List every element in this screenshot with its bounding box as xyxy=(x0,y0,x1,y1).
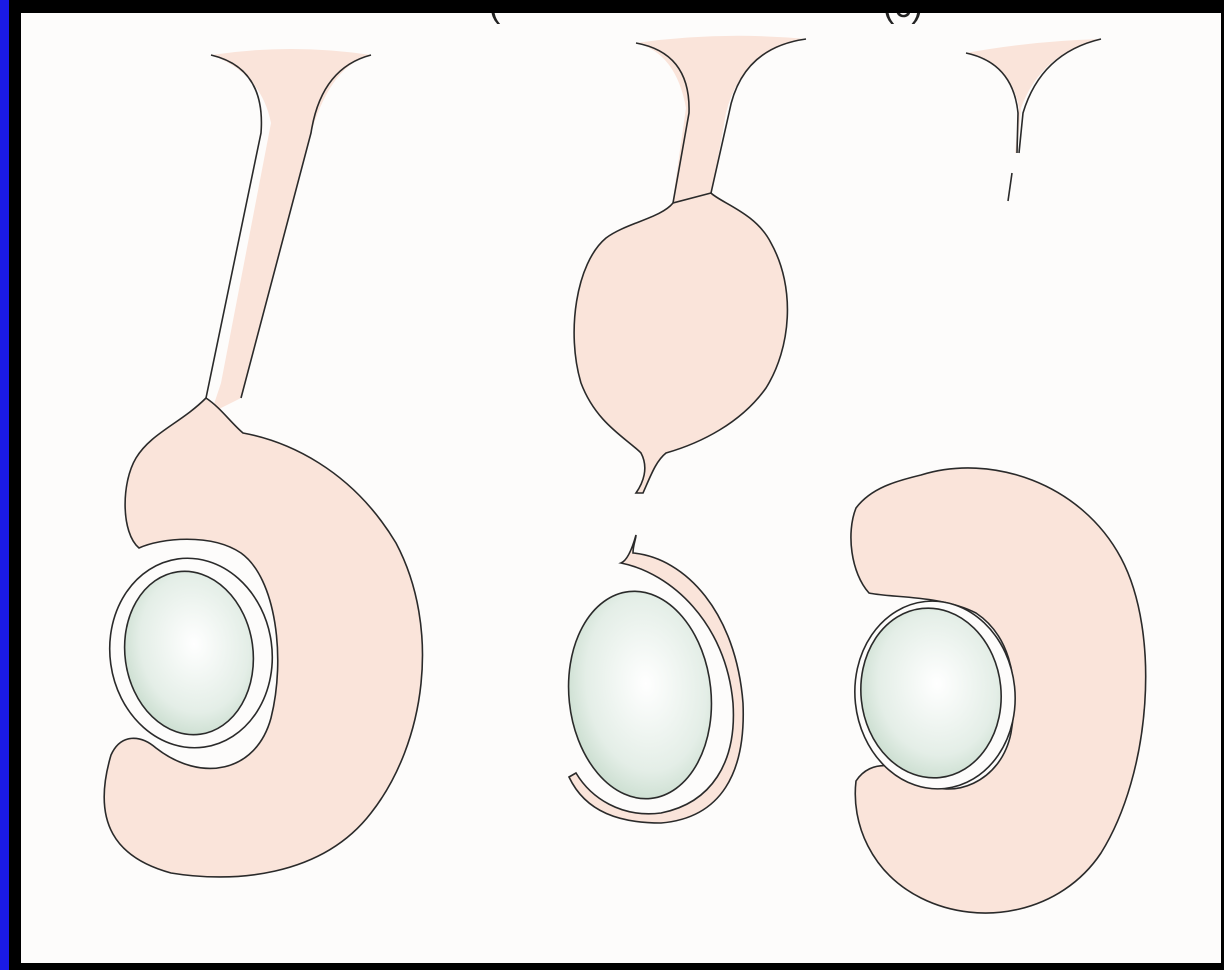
stage-2-surface xyxy=(636,36,806,213)
figure-panel: ( (c) xyxy=(21,13,1221,963)
embryology-diagram xyxy=(21,13,1221,963)
stage-2-group xyxy=(556,36,806,823)
stage-3-surface xyxy=(966,39,1101,153)
stage-3-group xyxy=(846,39,1146,913)
panel-labels: ( (c) xyxy=(21,13,1221,27)
panel-label-b: ( xyxy=(489,13,500,26)
panel-label-c: (c) xyxy=(883,13,923,26)
stage-2-lens-vesicle xyxy=(574,193,787,493)
stage-1-surface xyxy=(211,49,371,413)
stage-3-remnant-line xyxy=(1008,173,1012,201)
stage-1-group xyxy=(98,49,423,877)
